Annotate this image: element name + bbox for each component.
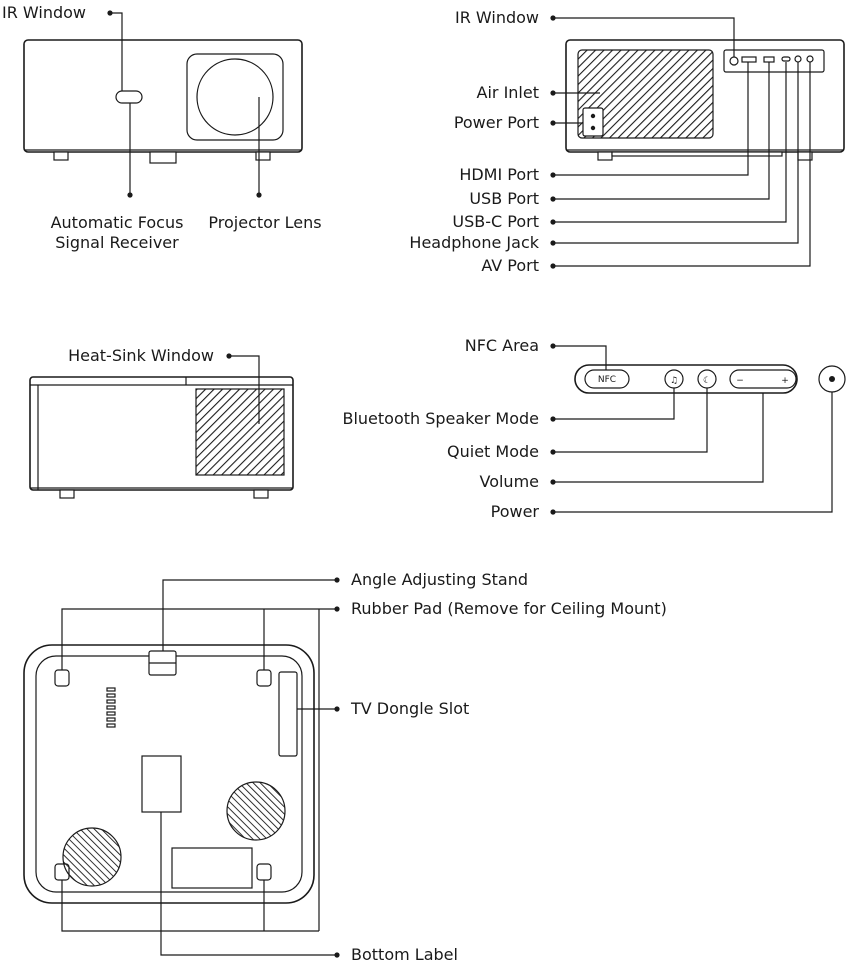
label-power-port: Power Port bbox=[454, 113, 539, 132]
rubber-pad-top-left bbox=[54, 669, 70, 687]
moon-icon: ☾ bbox=[703, 376, 711, 386]
heat-sink-window bbox=[195, 388, 285, 476]
label-angle-adjusting-stand: Angle Adjusting Stand bbox=[351, 570, 528, 589]
bottom-nameplate bbox=[171, 847, 253, 889]
label-tv-dongle-slot: TV Dongle Slot bbox=[350, 699, 469, 718]
headphone-jack bbox=[794, 55, 802, 63]
label-volume: Volume bbox=[479, 472, 539, 491]
label-heat-sink-window: Heat-Sink Window bbox=[68, 346, 214, 365]
rear-ir-window bbox=[729, 56, 739, 66]
front-foot-center bbox=[149, 151, 177, 164]
label-nfc-area: NFC Area bbox=[465, 336, 539, 355]
label-front-ir-window: IR Window bbox=[2, 3, 86, 22]
bottom-view: Angle Adjusting Stand Rubber Pad (Remove… bbox=[23, 570, 667, 964]
music-note-icon: ♫ bbox=[670, 376, 678, 386]
volume-minus-text: − bbox=[736, 376, 744, 386]
label-hdmi-port: HDMI Port bbox=[459, 165, 539, 184]
label-rubber-pad: Rubber Pad (Remove for Ceiling Mount) bbox=[351, 599, 667, 618]
rubber-pad-top-right bbox=[256, 669, 272, 687]
ir-window-sensor bbox=[115, 90, 143, 104]
rubber-pad-bottom-right bbox=[256, 863, 272, 881]
power-port bbox=[582, 107, 604, 137]
bottom-label bbox=[141, 755, 182, 813]
label-bottom-label: Bottom Label bbox=[351, 945, 458, 964]
label-quiet-mode: Quiet Mode bbox=[447, 442, 539, 461]
nfc-area bbox=[584, 369, 630, 389]
label-usb-port: USB Port bbox=[469, 189, 539, 208]
label-av-port: AV Port bbox=[481, 256, 539, 275]
label-auto-focus-line1: Automatic Focus bbox=[51, 213, 184, 232]
front-foot-left bbox=[53, 151, 69, 161]
label-air-inlet: Air Inlet bbox=[477, 83, 539, 102]
label-auto-focus-line2: Signal Receiver bbox=[55, 233, 179, 252]
projector-lens bbox=[196, 58, 274, 136]
control-panel: NFC ♫ ☾ − + NFC Area Bluetooth Speaker M… bbox=[342, 336, 846, 521]
label-bluetooth-speaker-mode: Bluetooth Speaker Mode bbox=[342, 409, 539, 428]
rear-foot-left bbox=[597, 151, 613, 161]
front-view: IR Window Automatic Focus Signal Receive… bbox=[2, 3, 322, 252]
rear-view: IR Window Air Inlet Power Port HDMI Port… bbox=[409, 8, 845, 275]
usbc-port bbox=[781, 56, 791, 62]
label-rear-ir-window: IR Window bbox=[455, 8, 539, 27]
vent-holes bbox=[106, 687, 116, 728]
tv-dongle-slot bbox=[278, 671, 298, 757]
speaker-grille-right bbox=[226, 781, 286, 841]
usb-port bbox=[763, 56, 775, 63]
label-projector-lens: Projector Lens bbox=[208, 213, 321, 232]
av-port bbox=[806, 55, 814, 63]
nfc-text: NFC bbox=[598, 375, 616, 385]
side-foot-left bbox=[59, 489, 75, 499]
speaker-grille-left bbox=[62, 827, 122, 887]
power-dot-icon bbox=[829, 376, 835, 382]
hdmi-port bbox=[741, 56, 757, 63]
label-usbc-port: USB-C Port bbox=[452, 212, 539, 231]
label-power: Power bbox=[491, 502, 540, 521]
air-inlet-grille bbox=[577, 49, 714, 139]
side-view: Heat-Sink Window bbox=[29, 346, 294, 499]
volume-plus-text: + bbox=[781, 376, 789, 386]
rear-base-strip bbox=[611, 151, 783, 157]
front-foot-right bbox=[255, 151, 271, 161]
label-headphone-jack: Headphone Jack bbox=[409, 233, 539, 252]
volume-rocker bbox=[729, 369, 797, 389]
side-foot-right bbox=[253, 489, 269, 499]
